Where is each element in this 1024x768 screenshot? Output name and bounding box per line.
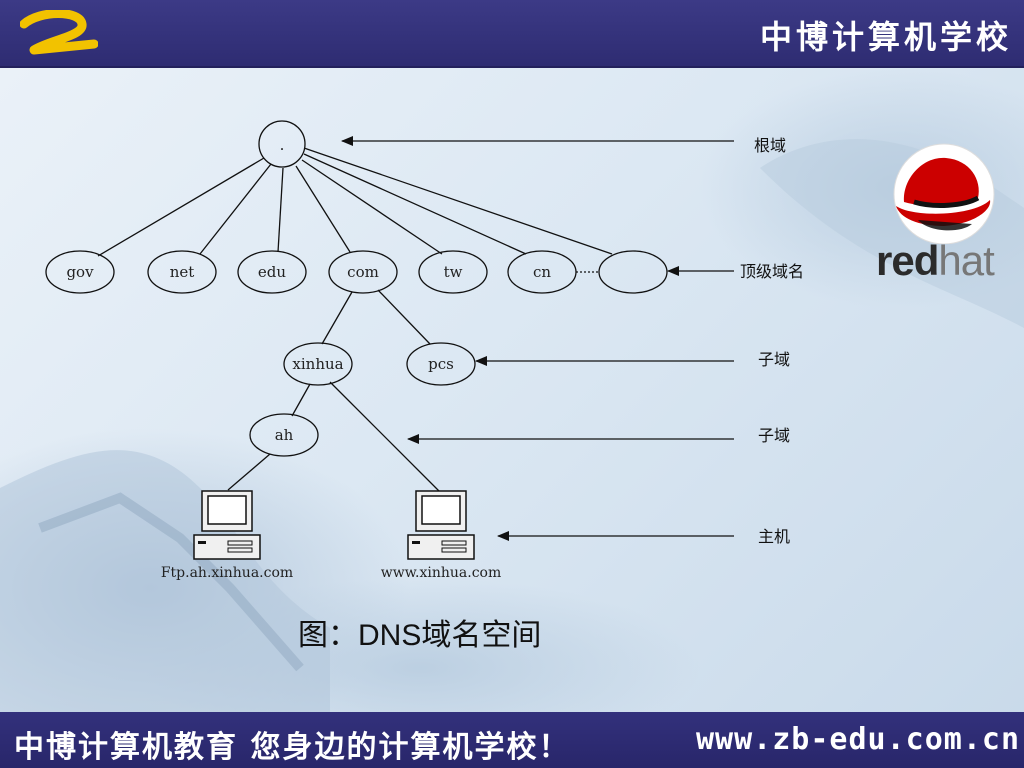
- label-subdomain-2: 子域: [758, 426, 790, 445]
- school-name: 中博计算机学校: [759, 18, 1012, 56]
- node-xinhua: [283, 342, 353, 386]
- host-www-label: www.xinhua.com: [381, 565, 502, 581]
- node-com-label: com: [347, 263, 379, 281]
- label-root-domain: 根域: [754, 136, 786, 155]
- desktop-computer-icon: [193, 490, 261, 560]
- zb-logo-icon: [20, 10, 98, 55]
- node-edu: [237, 250, 307, 294]
- node-edu-label: edu: [258, 263, 286, 281]
- node-ah: [249, 413, 319, 457]
- label-host: 主机: [758, 527, 790, 546]
- node-xinhua-label: xinhua: [292, 355, 343, 373]
- host-ftp-label: Ftp.ah.xinhua.com: [161, 565, 293, 581]
- node-com: [328, 250, 398, 294]
- redhat-logo-icon: [893, 143, 995, 244]
- root-edges: [97, 147, 613, 257]
- label-top-level-domain: 顶级域名: [740, 262, 804, 281]
- node-gov-label: gov: [66, 263, 94, 281]
- level-arrows: [341, 136, 734, 541]
- node-tw: [418, 250, 488, 294]
- redhat-wordmark: redhat: [876, 237, 995, 284]
- node-tw-label: tw: [444, 263, 463, 281]
- diagram-caption: 图：DNS域名空间: [298, 619, 542, 652]
- content-area: redhat: [0, 68, 1024, 712]
- root-node-label: .: [280, 136, 285, 154]
- footer-bar: 中博计算机教育 您身边的计算机学校！ www.zb-edu.com.cn: [0, 712, 1024, 768]
- node-ah-label: ah: [275, 426, 294, 444]
- dns-tree-diagram: . gov net edu com tw cn xinhua: [45, 120, 804, 581]
- com-edges: [227, 289, 441, 493]
- node-other: [598, 250, 668, 294]
- node-net: [147, 250, 217, 294]
- root-node: [258, 120, 306, 168]
- desktop-computer-icon: [407, 490, 475, 560]
- top-level-nodes: gov net edu com tw cn: [45, 250, 668, 294]
- node-cn: [507, 250, 577, 294]
- redhat-red-text: red: [876, 237, 939, 284]
- footer-url: www.zb-edu.com.cn: [695, 722, 1020, 757]
- redhat-hat-text: hat: [938, 237, 994, 284]
- footer-slogan: 中博计算机教育 您身边的计算机学校！: [14, 730, 571, 765]
- header-bar: 中博计算机学校: [0, 0, 1024, 68]
- node-net-label: net: [170, 263, 195, 281]
- node-gov: [45, 250, 115, 294]
- node-cn-label: cn: [533, 263, 551, 281]
- node-pcs-label: pcs: [428, 355, 454, 373]
- label-subdomain-1: 子域: [758, 350, 790, 369]
